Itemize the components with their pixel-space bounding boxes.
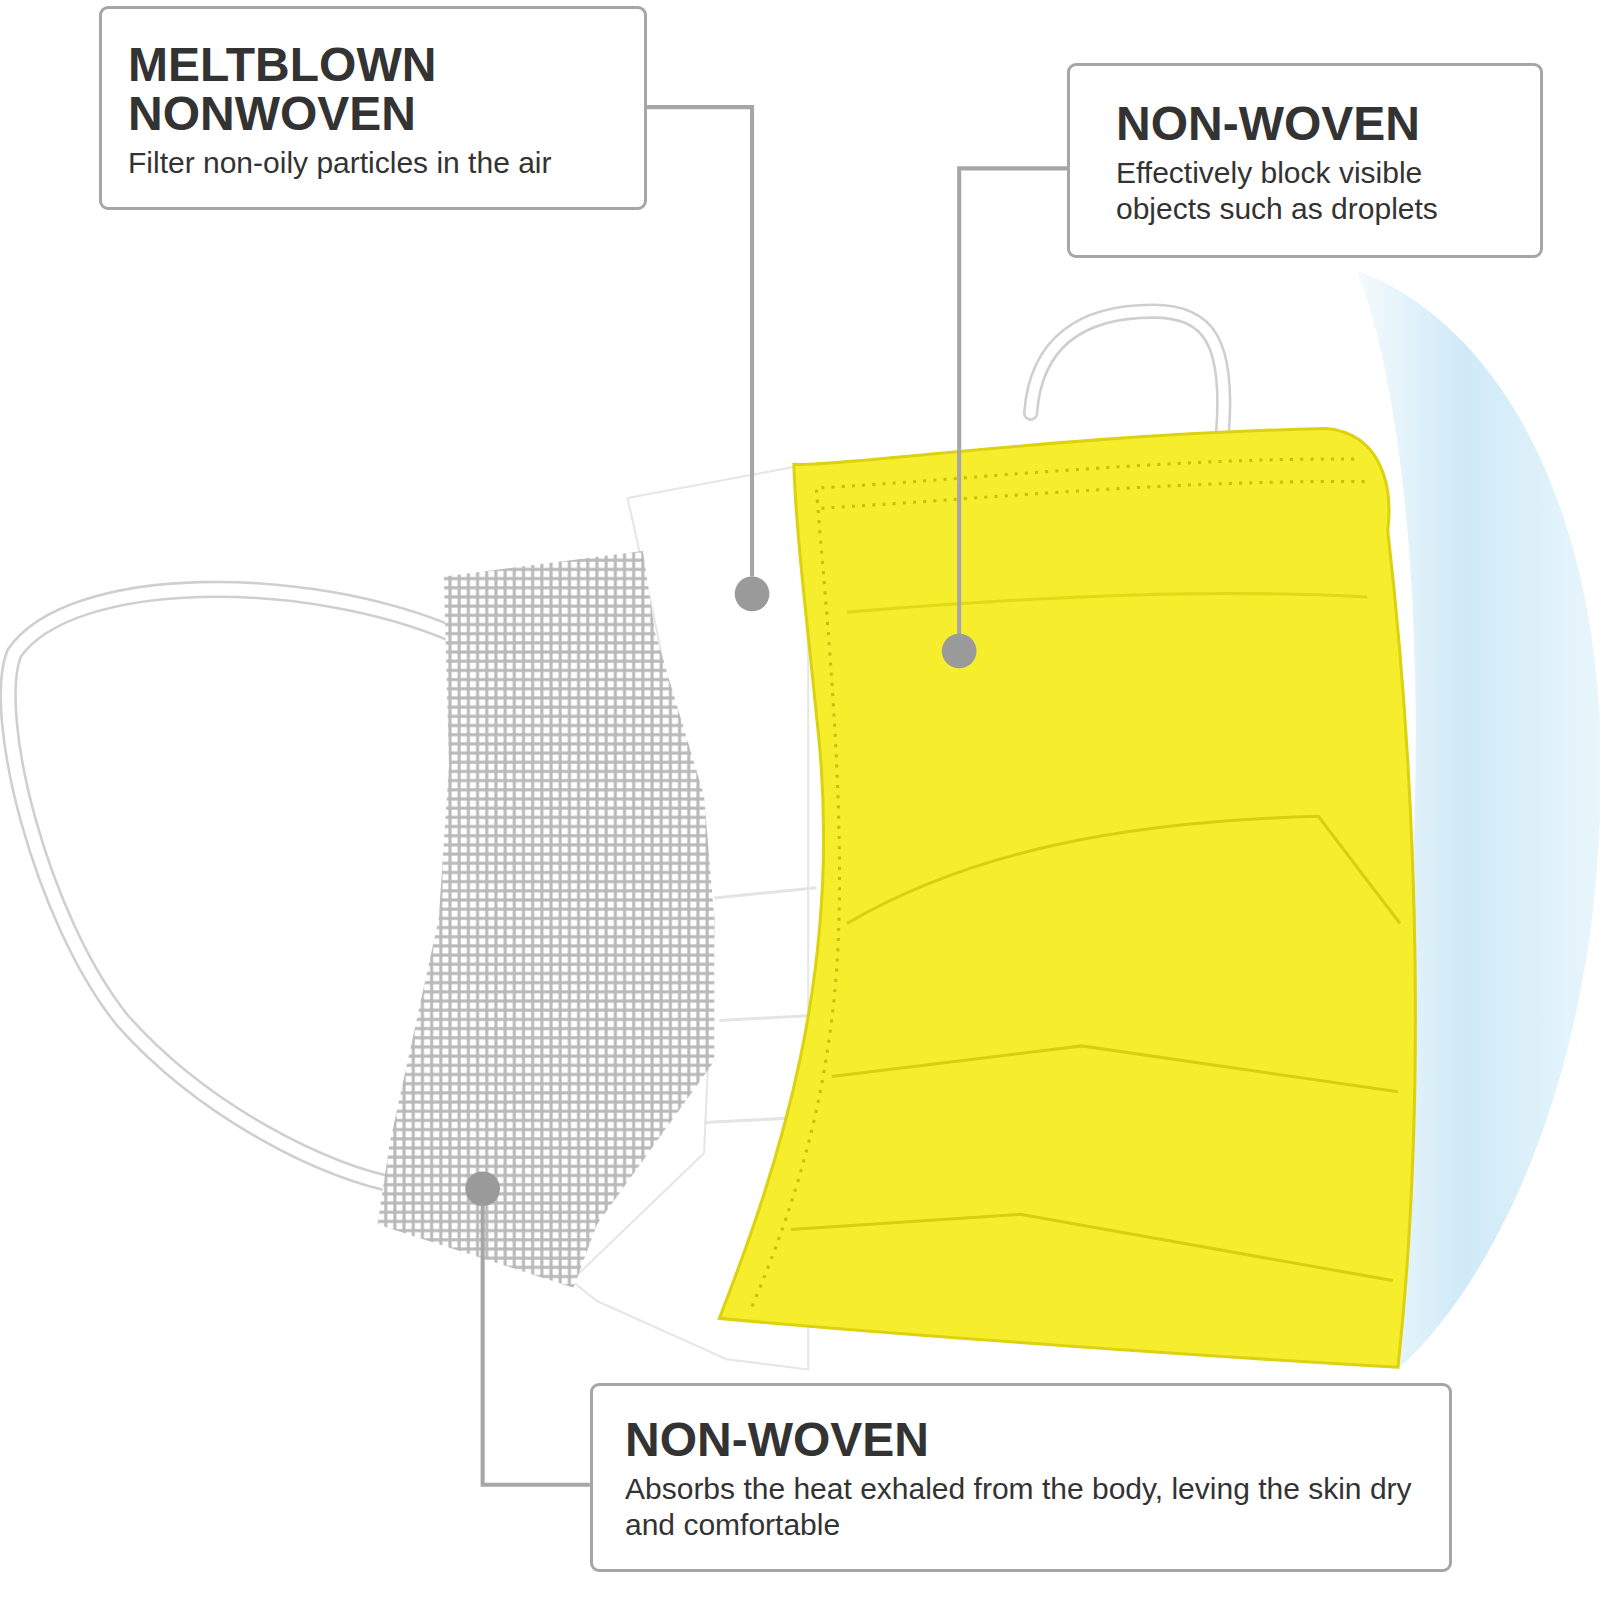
layer-description: Effectively block visible objects such a… — [1116, 155, 1522, 227]
callout-box: NON-WOVEN Effectively block visible objec… — [1067, 63, 1543, 258]
layer-name: MELTBLOWN NONWOVEN — [128, 41, 630, 139]
leader-dot — [735, 577, 770, 612]
callout-box: MELTBLOWN NONWOVEN Filter non-oily partic… — [99, 6, 647, 210]
callout-box: NON-WOVEN Absorbs the heat exhaled from t… — [590, 1383, 1452, 1572]
ear-loop — [8, 589, 454, 1185]
pleat-line — [791, 1214, 1393, 1280]
layer-name: NON-WOVEN — [1116, 100, 1522, 149]
outer-layer — [719, 429, 1415, 1368]
layer-name: NON-WOVEN — [625, 1416, 1431, 1465]
layer-description: Absorbs the heat exhaled from the body, … — [625, 1471, 1431, 1543]
leader-dot — [942, 634, 977, 669]
ear-loop-outline — [8, 589, 454, 1185]
pleat-line — [832, 1046, 1398, 1092]
layer-description: Filter non-oily particles in the air — [128, 145, 630, 181]
leader-line — [483, 1206, 590, 1485]
pleat-line — [847, 594, 1367, 613]
inner-layer — [378, 551, 715, 1288]
seam-dots — [750, 490, 840, 1311]
ear-loop-outline — [1031, 311, 1224, 433]
ear-loop — [1031, 311, 1224, 433]
pleat-line — [847, 816, 1400, 923]
leader-dot — [465, 1171, 500, 1206]
seam-dots — [821, 459, 1367, 508]
leader-line — [644, 107, 752, 576]
leader-line — [959, 168, 1067, 634]
